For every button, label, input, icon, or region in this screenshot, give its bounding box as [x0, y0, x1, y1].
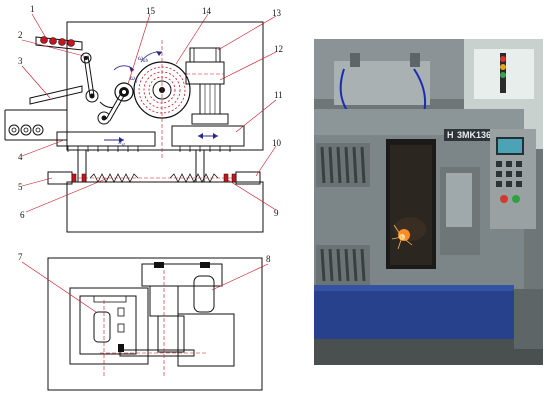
label-omega-g: ωg	[130, 74, 138, 84]
callout-6: 6	[20, 210, 25, 220]
loader-arm	[80, 52, 121, 125]
label-omega-w: ωab	[138, 54, 148, 64]
plan-outer-frame	[47, 257, 263, 391]
callout-9: 9	[274, 208, 279, 218]
callout-1: 1	[30, 4, 35, 14]
callout-7: 7	[18, 252, 23, 262]
grinding-wheel	[133, 40, 191, 160]
callout-3: 3	[18, 56, 23, 66]
work-slide	[56, 131, 156, 147]
machine-base	[314, 285, 514, 347]
nameplate: 3MK136B	[457, 130, 498, 140]
callout-2: 2	[18, 30, 23, 40]
callout-5: 5	[18, 182, 23, 192]
callout-15: 15	[146, 6, 156, 16]
label-feed-upper: Sst	[118, 138, 125, 148]
callout-10: 10	[272, 138, 282, 148]
callout-11: 11	[274, 90, 283, 100]
callout-14: 14	[202, 6, 212, 16]
callout-12: 12	[274, 44, 283, 54]
base-bed	[66, 181, 264, 233]
housing-frame	[66, 21, 264, 151]
machine-schematic: 1 2 3 4 5 6 9 10 11 12 13 14 15 Sst ωg ω…	[4, 4, 283, 391]
discharge-chute	[29, 85, 83, 105]
callout-13: 13	[272, 8, 282, 18]
wheel-slide	[171, 125, 245, 147]
machine-photo: H 3MK136B	[314, 39, 543, 365]
regulating-wheel	[105, 82, 134, 122]
callout-8: 8	[266, 254, 271, 264]
callout-4: 4	[18, 152, 23, 162]
finished-parts	[8, 124, 44, 136]
feeder-chute	[35, 36, 83, 51]
wheel-head	[185, 47, 229, 125]
nameplate-prefix: H	[447, 130, 454, 140]
